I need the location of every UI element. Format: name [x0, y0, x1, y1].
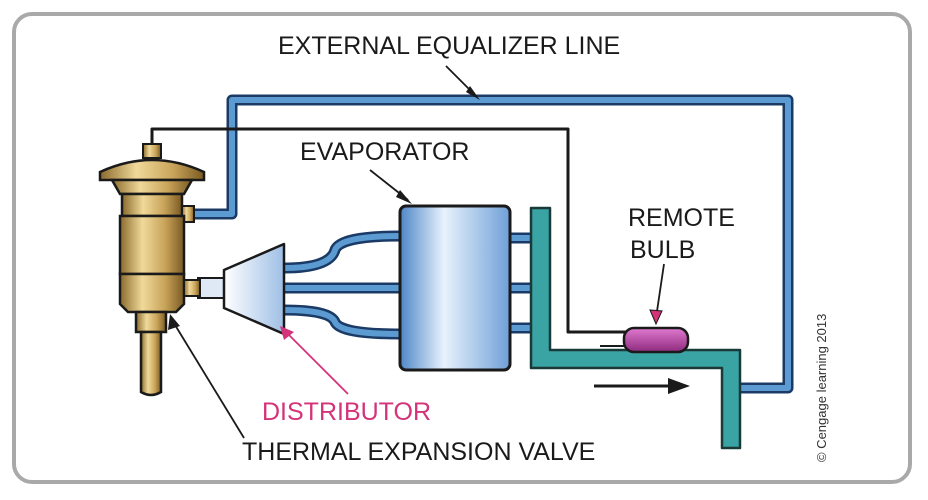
distributor-label: DISTRIBUTOR [262, 398, 431, 426]
external-equalizer-line [190, 94, 794, 394]
remote-bulb-label-line1: REMOTE [628, 204, 735, 232]
distributor-tubes [283, 230, 401, 340]
flow-arrow-icon [594, 378, 690, 394]
remote-bulb-label-line2: BULB [630, 236, 695, 264]
thermal-expansion-valve-label: THERMAL EXPANSION VALVE [242, 438, 595, 466]
distributor [197, 242, 286, 336]
suction-line [529, 206, 742, 450]
evaporator-outlets [508, 232, 534, 334]
copyright-credit: © Cengage learning 2013 [814, 314, 829, 462]
remote-bulb [622, 326, 690, 354]
evaporator-label: EVAPORATOR [300, 138, 469, 166]
capillary-tube [150, 127, 628, 347]
external-equalizer-line-label: EXTERNAL EQUALIZER LINE [278, 32, 620, 60]
thermal-expansion-valve [98, 143, 206, 397]
evaporator [398, 204, 512, 372]
leader-arrows [168, 65, 665, 439]
